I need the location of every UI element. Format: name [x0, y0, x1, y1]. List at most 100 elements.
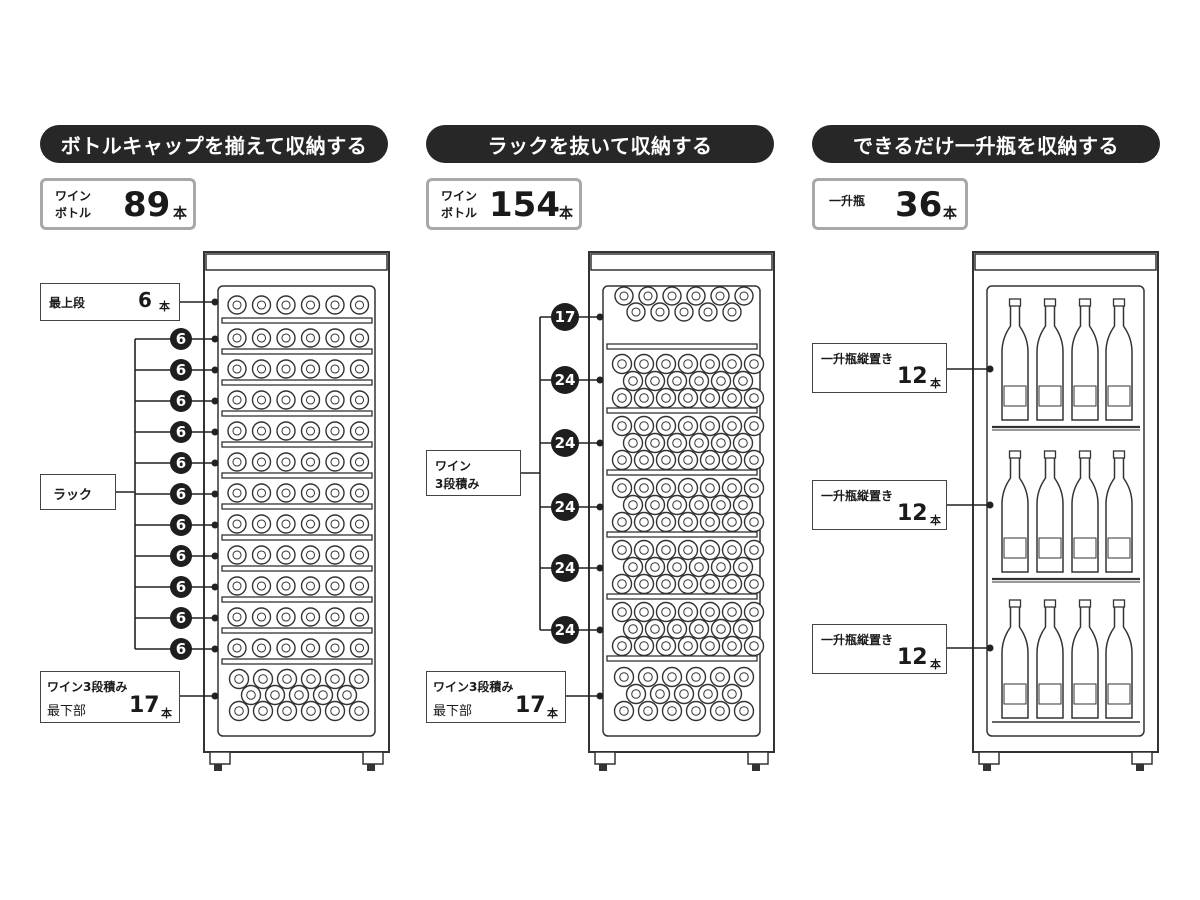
bottle-end [734, 286, 754, 306]
bottle-neck [716, 438, 726, 448]
bottle-end [732, 494, 754, 516]
bottle-end [276, 295, 296, 315]
bottle-neck [354, 426, 365, 436]
bottle-end [699, 511, 721, 533]
bottle-end [227, 545, 247, 565]
bottle-end [688, 618, 710, 640]
connector-dot [211, 614, 219, 622]
bottle-neck [281, 457, 291, 467]
bottle-end [276, 700, 298, 722]
bottle-neck [628, 500, 638, 510]
bottle-neck [270, 690, 280, 700]
panel-3-shelf-2-box: 一升瓶縦置き 12 本 [812, 480, 947, 530]
bottle-neck [342, 690, 352, 700]
bottle-neck [683, 393, 693, 403]
bottle-neck [318, 690, 328, 700]
bottle-neck [631, 689, 641, 699]
panel-3-shelf-3-count: 12 [897, 645, 928, 670]
cabinet-top-strip [205, 253, 388, 271]
bottle-neck [330, 333, 340, 343]
bottle-end [699, 353, 721, 375]
bottle-end [264, 684, 286, 706]
bottle-end [655, 353, 677, 375]
bottle-end [349, 359, 370, 379]
connector-dot [211, 397, 219, 405]
shelf [221, 627, 373, 634]
bottle-neck [661, 455, 671, 465]
bottle-neck [749, 579, 759, 589]
shelf [221, 348, 373, 355]
bottle-neck [650, 562, 660, 572]
cabinet-foot [978, 751, 1000, 765]
panel-1-rack-count-badge: 6 [170, 328, 192, 350]
bottle-label [1073, 385, 1097, 407]
bottle-neck [256, 643, 267, 653]
bottle-end [732, 556, 754, 578]
bottle-neck [727, 517, 737, 527]
panel-2-bottom-unit: 本 [547, 707, 558, 720]
bottle-neck [628, 624, 638, 634]
bottle-end [649, 683, 671, 705]
connector-dot [211, 428, 219, 436]
panel-1-bottom-unit: 本 [161, 707, 172, 720]
bottle-neck [256, 457, 267, 467]
bottle-neck [661, 641, 671, 651]
bottle-end [276, 483, 296, 503]
bottle-neck [683, 545, 693, 555]
panel-2-rack-count-badge: 24 [551, 493, 579, 521]
bottle-neck [354, 581, 365, 591]
bottle-end [325, 607, 345, 627]
bottle-end [251, 483, 272, 503]
bottle-neck [305, 364, 316, 374]
bottle-neck [628, 562, 638, 572]
bottle-end [732, 370, 754, 392]
bottle-neck [727, 545, 737, 555]
panel-3-shelf-2-count: 12 [897, 501, 928, 526]
bottle-end [743, 511, 765, 533]
panel-1-count-unit: 本 [173, 206, 187, 222]
bottle-neck [617, 517, 627, 527]
shelf [606, 593, 758, 600]
shelf [221, 596, 373, 603]
bottle-neck [256, 364, 267, 374]
bottle-neck [232, 643, 242, 653]
bottle-neck [628, 438, 638, 448]
issho-bottle [1001, 301, 1029, 421]
connector-dot [596, 313, 604, 321]
bottle-end [743, 415, 765, 437]
bottle-neck [617, 393, 627, 403]
bottle-neck [232, 395, 242, 405]
panel-3-shelf-1-label: 一升瓶縦置き [821, 352, 894, 366]
bottle-neck [256, 426, 267, 436]
bottle-neck [354, 395, 365, 405]
bottle-neck [738, 376, 748, 386]
panel-1-count-value: 89 [123, 185, 171, 225]
bottle-neck [306, 674, 316, 684]
panel-2-bottom-label: ワイン3段積み [433, 680, 514, 694]
bottle-neck [232, 426, 242, 436]
bottle-neck [256, 581, 267, 591]
cabinet-foot [362, 751, 384, 765]
bottle-neck [330, 612, 340, 622]
bottle-neck [679, 689, 689, 699]
issho-bottle [1105, 301, 1133, 421]
bottle-neck [683, 579, 693, 589]
bottle-end [688, 556, 710, 578]
bottle-label [1003, 385, 1027, 407]
bottle-neck [705, 393, 715, 403]
bottle-neck [354, 643, 365, 653]
bottle-end [721, 683, 743, 705]
cabinet-3 [972, 251, 1159, 771]
bottle-end [655, 601, 677, 623]
bottle-neck [683, 641, 693, 651]
panel-1-rack-count-badge: 6 [170, 638, 192, 660]
bottle-neck [246, 690, 256, 700]
bottle-neck [354, 364, 365, 374]
bottle-end [251, 359, 272, 379]
bottle-label [1107, 385, 1131, 407]
bottle-neck [281, 612, 291, 622]
bottle-neck [619, 706, 629, 716]
bottle-end [611, 573, 633, 595]
panel-1-rack-count-badge: 6 [170, 421, 192, 443]
